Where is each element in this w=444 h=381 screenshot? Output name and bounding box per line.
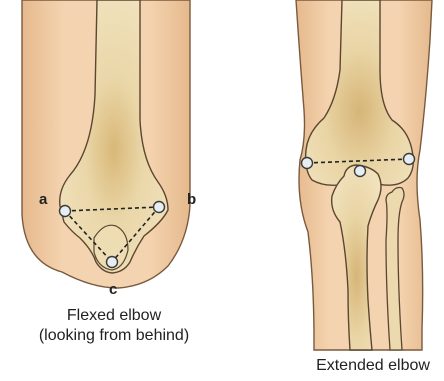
caption-flexed-line2: (looking from behind) xyxy=(14,326,214,346)
landmark-point-c xyxy=(107,257,118,268)
label-point-a: a xyxy=(39,192,47,207)
caption-flexed-line1: Flexed elbow xyxy=(14,306,214,326)
label-point-c: c xyxy=(109,282,117,297)
landmark-point-a xyxy=(60,206,71,217)
flexed-elbow-figure xyxy=(22,0,190,288)
label-point-b: b xyxy=(187,192,196,207)
landmark-olecranon xyxy=(355,166,366,177)
caption-flexed-elbow: Flexed elbow (looking from behind) xyxy=(14,306,214,346)
landmark-lateral-epicondyle xyxy=(302,158,313,169)
landmark-point-b xyxy=(154,202,165,213)
extended-elbow-figure xyxy=(296,0,432,350)
caption-extended-elbow: Extended elbow xyxy=(304,356,442,376)
landmark-medial-epicondyle xyxy=(404,154,415,165)
